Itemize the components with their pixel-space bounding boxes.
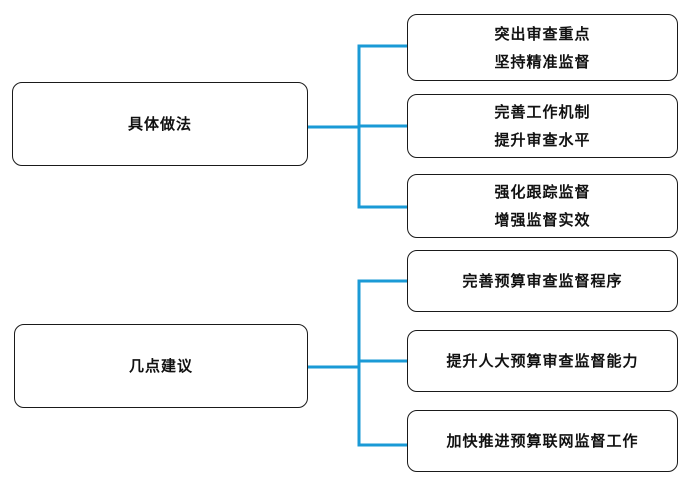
category-label: 具体做法 [127, 115, 192, 133]
item-line: 提升审查水平 [494, 131, 591, 149]
item-line: 坚持精准监督 [494, 52, 591, 71]
category-box-suggestions: 几点建议 [14, 324, 308, 408]
item-line: 强化跟踪监督 [494, 183, 591, 201]
category-box-practices: 具体做法 [12, 82, 308, 166]
item-line: 增强监督实效 [494, 211, 591, 229]
item-box: 突出审查重点 坚持精准监督 [407, 14, 678, 81]
item-line: 加快推进预算联网监督工作 [446, 432, 639, 450]
item-line: 突出审查重点 [494, 24, 591, 43]
connector-group-1 [306, 44, 409, 209]
item-box: 完善工作机制 提升审查水平 [407, 94, 678, 158]
item-box: 完善预算审查监督程序 [407, 250, 678, 312]
item-line: 完善工作机制 [494, 103, 591, 121]
item-box: 提升人大预算审查监督能力 [407, 330, 678, 392]
item-box: 加快推进预算联网监督工作 [407, 410, 678, 472]
item-line: 完善预算审查监督程序 [462, 272, 623, 290]
connector-group-2 [306, 279, 409, 447]
item-box: 强化跟踪监督 增强监督实效 [407, 174, 678, 238]
category-label: 几点建议 [128, 357, 193, 375]
item-line: 提升人大预算审查监督能力 [446, 352, 639, 370]
